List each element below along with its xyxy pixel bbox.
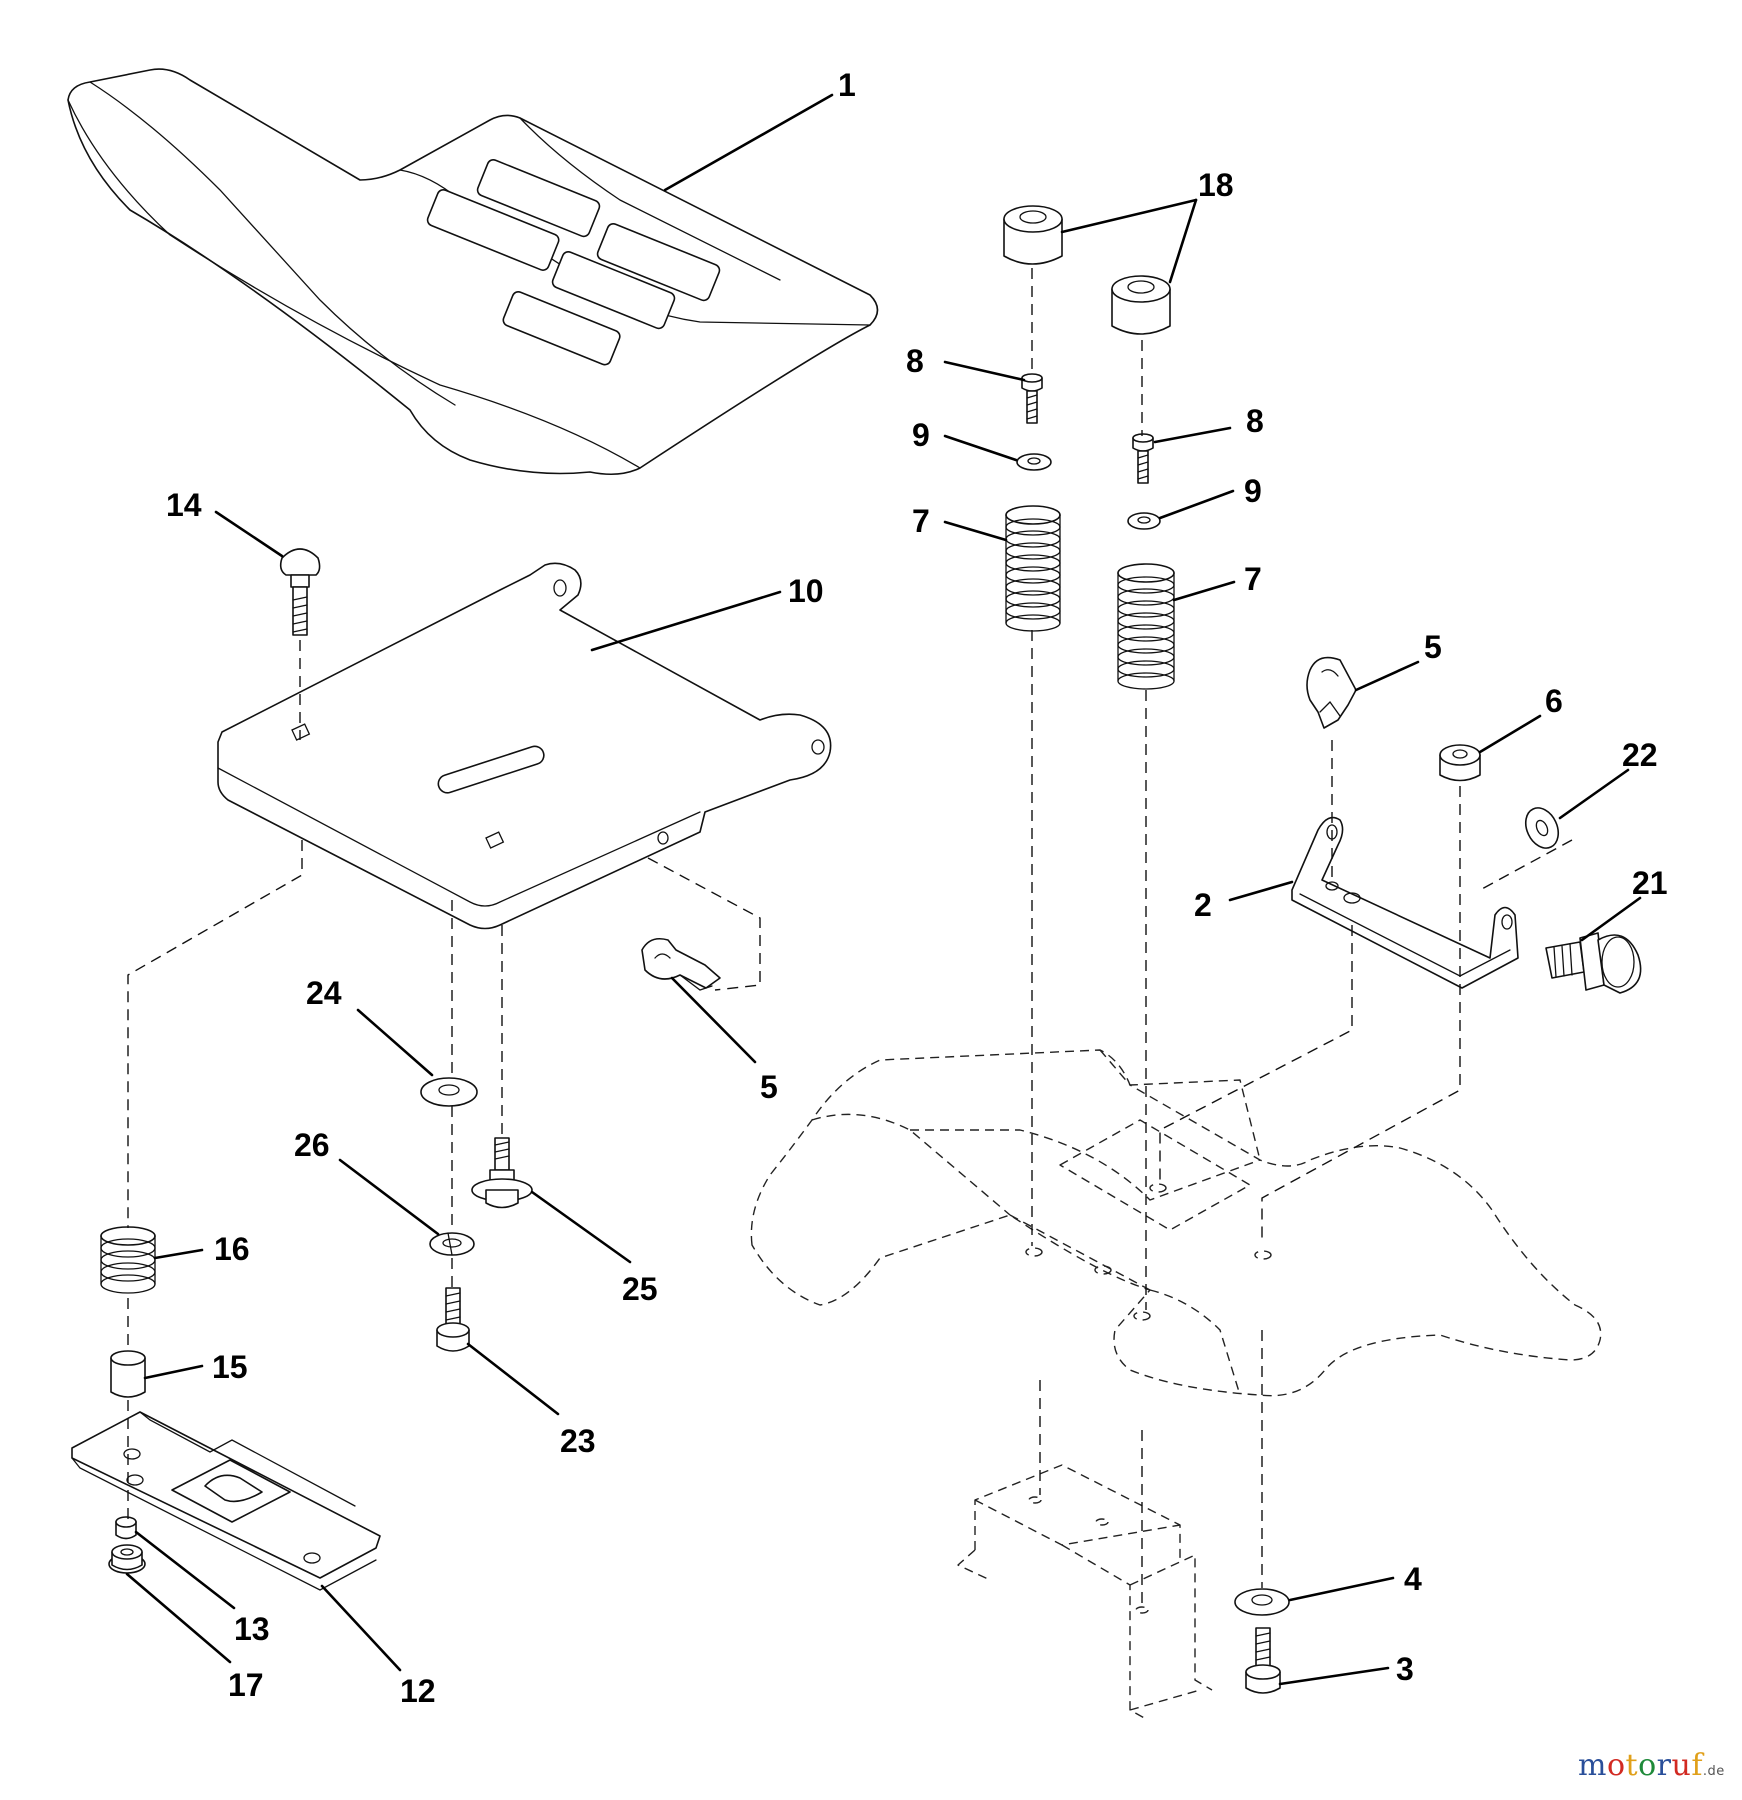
callout-26: 26 bbox=[294, 1127, 330, 1163]
seat-part bbox=[67, 68, 879, 476]
seat-pan-part bbox=[217, 562, 832, 930]
callout-3: 3 bbox=[1396, 1651, 1414, 1687]
tractor-frame-phantom bbox=[750, 1049, 1602, 1721]
callout-8-right: 8 bbox=[1246, 403, 1264, 439]
watermark-letter: f bbox=[1691, 1748, 1703, 1783]
watermark-letter: m bbox=[1578, 1748, 1607, 1783]
watermark-letter: o bbox=[1638, 1748, 1657, 1783]
callout-21: 21 bbox=[1632, 865, 1668, 901]
clip-5-right-part bbox=[1306, 656, 1357, 729]
callout-16: 16 bbox=[214, 1231, 250, 1267]
callout-10: 10 bbox=[788, 573, 824, 609]
watermark-suffix: .de bbox=[1702, 1764, 1725, 1779]
callout-8-left: 8 bbox=[906, 343, 924, 379]
watermark-letter: t bbox=[1625, 1748, 1639, 1783]
callout-18: 18 bbox=[1198, 167, 1234, 203]
shoulder-bolt-25-part bbox=[471, 1137, 533, 1209]
leader-lines bbox=[125, 93, 1642, 1686]
flange-nut-17-part bbox=[108, 1544, 146, 1574]
callout-25: 25 bbox=[622, 1271, 658, 1307]
callout-7-left: 7 bbox=[912, 503, 930, 539]
callout-12: 12 bbox=[400, 1673, 436, 1709]
screw-8b-part bbox=[1132, 433, 1154, 484]
seat-spring-7a-part bbox=[1005, 505, 1061, 632]
knob-bolt-21-part bbox=[1545, 932, 1642, 994]
callout-15: 15 bbox=[212, 1349, 248, 1385]
washer-9b-part bbox=[1127, 512, 1161, 530]
bracket-2-part bbox=[1291, 816, 1519, 989]
lock-washer-26-part bbox=[429, 1232, 475, 1256]
watermark-letter: r bbox=[1656, 1748, 1672, 1783]
callout-5-left: 5 bbox=[760, 1069, 778, 1105]
callout-6: 6 bbox=[1545, 683, 1563, 719]
nut-22-part bbox=[1524, 807, 1560, 849]
spacer-part bbox=[110, 1350, 146, 1398]
bolt-23-part bbox=[436, 1287, 470, 1352]
watermark-letter: o bbox=[1606, 1748, 1626, 1783]
washer-24-part bbox=[420, 1077, 478, 1107]
callout-9-right: 9 bbox=[1244, 473, 1262, 509]
callout-1: 1 bbox=[838, 67, 856, 103]
callout-23: 23 bbox=[560, 1423, 596, 1459]
watermark-logo: motoruf.de bbox=[1578, 1748, 1725, 1783]
bracket-plate-part bbox=[71, 1411, 381, 1591]
washer-9a-part bbox=[1016, 453, 1052, 471]
callout-2: 2 bbox=[1194, 887, 1212, 923]
callout-24: 24 bbox=[306, 975, 342, 1011]
seat-spring-7b-part bbox=[1117, 563, 1175, 690]
rubber-spacer-18a-part bbox=[1003, 205, 1063, 265]
callout-17: 17 bbox=[228, 1667, 264, 1703]
watermark-letter: u bbox=[1671, 1748, 1692, 1783]
clip-5-left-part bbox=[641, 937, 721, 991]
screw-8a-part bbox=[1021, 373, 1043, 424]
rubber-spacer-18b-part bbox=[1111, 275, 1171, 335]
callout-9-left: 9 bbox=[912, 417, 930, 453]
callout-7-right: 7 bbox=[1244, 561, 1262, 597]
callout-4: 4 bbox=[1404, 1561, 1422, 1597]
callout-13: 13 bbox=[234, 1611, 270, 1647]
callout-14: 14 bbox=[166, 487, 202, 523]
callout-labels: 1 18 8 8 9 9 7 7 14 10 5 5 6 22 21 2 24 … bbox=[166, 67, 1668, 1709]
bolt-3-part bbox=[1245, 1627, 1281, 1694]
nut-13-part bbox=[115, 1516, 137, 1540]
callout-22: 22 bbox=[1622, 737, 1658, 773]
assembly-lines bbox=[127, 268, 1573, 1605]
callout-5-right: 5 bbox=[1424, 629, 1442, 665]
carriage-bolt-part bbox=[279, 548, 321, 636]
washer-4-part bbox=[1234, 1588, 1290, 1616]
nut-6-part bbox=[1439, 744, 1481, 782]
small-spring-part bbox=[100, 1226, 156, 1294]
